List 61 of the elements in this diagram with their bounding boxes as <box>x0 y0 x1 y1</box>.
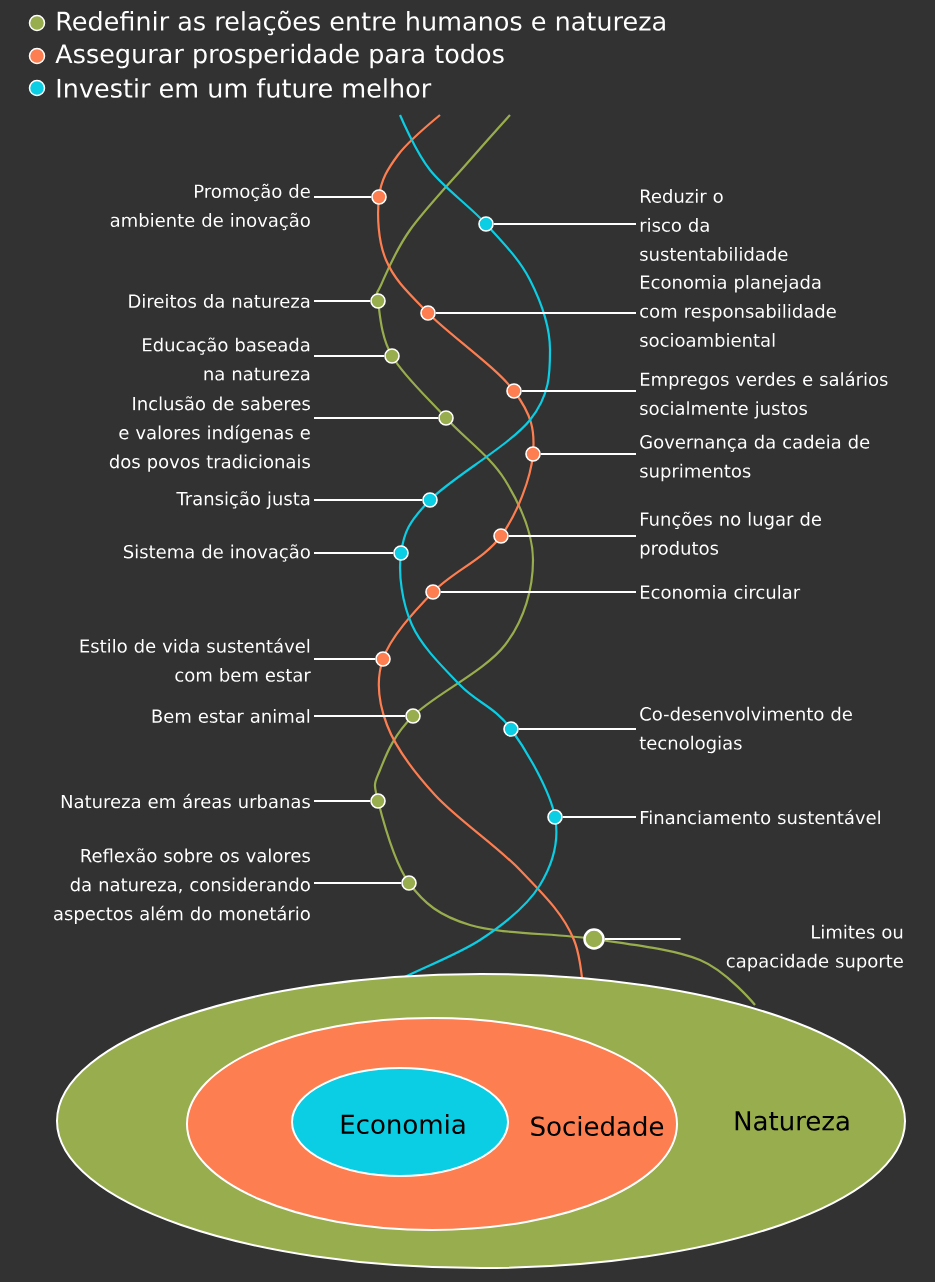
label-text: Inclusão de saberes e valores indígenas e dos povos tradicionais <box>109 396 310 472</box>
point-marker <box>370 793 386 809</box>
leader-line <box>434 312 637 314</box>
leader-line <box>492 223 637 225</box>
point-marker <box>425 584 441 600</box>
label-text: Transição justa <box>176 491 310 509</box>
label-text: Funções no lugar de produtos <box>640 511 821 559</box>
point-marker <box>420 305 436 321</box>
label-text: Direitos da natureza <box>129 294 310 308</box>
label-text: Economia planejada com responsabilidade socioambiental <box>640 275 836 347</box>
leader-line <box>561 816 637 818</box>
point-marker <box>422 492 438 508</box>
point-marker <box>370 293 386 309</box>
point-marker <box>506 383 522 399</box>
point-marker <box>401 875 417 891</box>
leader-line <box>313 417 440 419</box>
leader-line <box>439 591 637 593</box>
point-marker <box>547 809 563 825</box>
label-text: Reduzir o risco da sustentabilidade <box>640 189 788 261</box>
leader-line <box>520 390 637 392</box>
label-text: Reflexão sobre os valores da natureza, considerando aspectos além do monetário <box>54 848 310 924</box>
label-text: Bem estar animal <box>152 709 310 723</box>
point-marker <box>393 545 409 561</box>
label-text: Economia circular <box>641 585 801 599</box>
point-marker <box>438 410 454 426</box>
legend-text: Investir em um future melhor <box>57 78 432 98</box>
point-marker <box>503 721 519 737</box>
label-text: Promoção de ambiente de inovação <box>110 183 310 231</box>
leader-line <box>313 196 373 198</box>
label-text: Limites ou capacidade suporte <box>726 924 903 972</box>
leader-line <box>313 882 403 884</box>
leader-line <box>313 658 377 660</box>
point-marker <box>525 446 541 462</box>
point-marker <box>478 216 494 232</box>
label-text: Financiamento sustentável <box>641 809 880 825</box>
legend-text: Redefinir as relações entre humanos e natureza <box>57 10 665 36</box>
leader-line <box>313 355 386 357</box>
point-marker <box>493 528 509 544</box>
leader-line <box>313 499 424 501</box>
leader-line <box>603 938 682 940</box>
point-marker <box>384 348 400 364</box>
label-text: Governança da cadeia de suprimentos <box>640 434 870 482</box>
leader-line <box>313 552 395 554</box>
leader-line <box>313 715 407 717</box>
label-text: Co-desenvolvimento de tecnologias <box>639 706 852 754</box>
label-text: Estilo de vida sustentável com bem estar <box>80 638 311 682</box>
point-marker <box>405 708 421 724</box>
leader-line <box>517 728 637 730</box>
label-text: Natureza em áreas urbanas <box>61 793 310 809</box>
label-text: Empregos verdes e salários socialmente justos <box>640 371 888 419</box>
leader-line <box>507 535 637 537</box>
label-text: Sistema de inovação <box>123 544 310 562</box>
leader-line <box>313 800 372 802</box>
ellipse-region: Economia <box>291 1067 509 1177</box>
point-marker <box>583 928 605 950</box>
leader-line <box>313 300 372 302</box>
point-marker <box>375 651 391 667</box>
legend-text: Assegurar prosperidade para todos <box>55 43 504 69</box>
point-marker <box>371 189 387 205</box>
leader-line <box>539 453 637 455</box>
label-text: Educação baseada na natureza <box>143 337 310 381</box>
